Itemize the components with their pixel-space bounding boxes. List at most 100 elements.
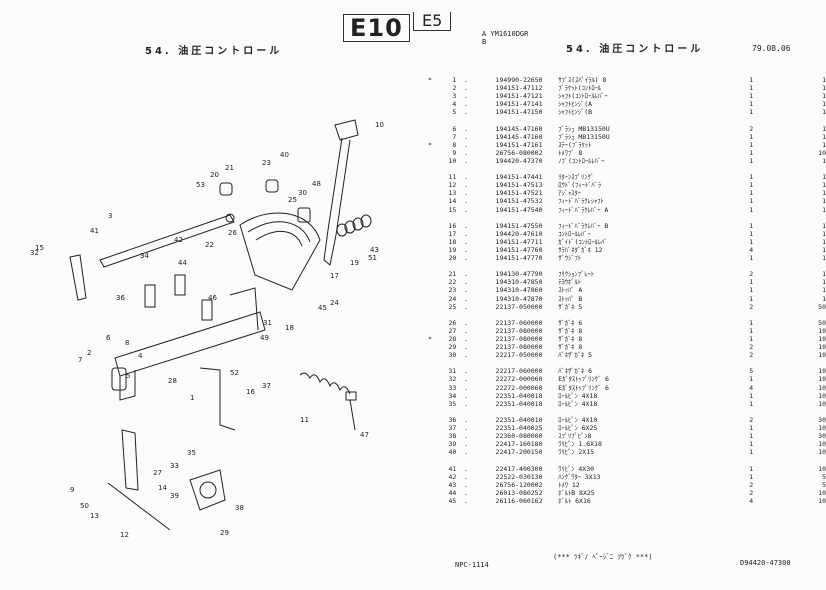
part-number: 194420-47610 xyxy=(495,229,543,238)
callout-8: 8 xyxy=(125,339,129,347)
row-dot: . xyxy=(464,480,469,489)
part-description: ﾎﾞﾙﾄ 6X16 xyxy=(558,496,591,505)
pack-quantity: 1 xyxy=(822,124,826,133)
part-description: ﾜﾘﾋﾟﾝ 1.6X18 xyxy=(558,440,602,449)
part-number: 26013-080252 xyxy=(495,488,543,497)
callout-24: 24 xyxy=(330,299,339,307)
revision-mark xyxy=(428,278,436,286)
issue-date: 79.08.06 xyxy=(752,44,791,53)
part-description: ｻﾞｶﾞﾈ 6 xyxy=(558,318,583,327)
part-index: 44 xyxy=(448,488,457,497)
revision-mark xyxy=(428,497,436,505)
callout-1: 1 xyxy=(190,394,194,402)
part-index: 17 xyxy=(448,229,457,238)
part-index: 40 xyxy=(448,448,457,457)
row-dot: . xyxy=(464,448,469,457)
part-index: 21 xyxy=(448,270,457,279)
callout-3: 3 xyxy=(108,212,112,220)
row-gap xyxy=(428,165,826,173)
quantity: 4 xyxy=(749,245,754,254)
part-number: 194990-22650 xyxy=(495,76,543,84)
pack-quantity: 1 xyxy=(822,197,826,206)
row-dot: . xyxy=(464,302,469,311)
revision-mark: * xyxy=(428,76,432,84)
revision-mark xyxy=(428,92,436,100)
quantity: 1 xyxy=(749,326,754,335)
part-index: 36 xyxy=(448,415,457,424)
part-description: ｽﾄｯﾊﾟ B xyxy=(558,294,583,303)
part-number: 194310-47850 xyxy=(495,278,543,287)
pack-quantity: 1 xyxy=(822,76,826,84)
row-dot: . xyxy=(464,278,469,287)
part-number: 22417-400300 xyxy=(495,464,543,473)
row-dot: . xyxy=(464,140,469,149)
callout-32: 32 xyxy=(30,249,39,257)
callout-39: 39 xyxy=(170,492,179,500)
row-dot: . xyxy=(464,132,469,141)
part-description: ｱｼﾞｬｽﾀｰ xyxy=(558,189,581,198)
row-dot: . xyxy=(464,173,469,182)
pack-quantity: 10 xyxy=(818,383,826,392)
row-dot: . xyxy=(464,383,469,392)
quantity: 1 xyxy=(749,399,754,408)
pack-quantity: 10 xyxy=(818,343,826,352)
pack-quantity: 10 xyxy=(818,335,826,343)
part-index: 3 xyxy=(452,92,457,101)
quantity: 1 xyxy=(749,432,754,441)
pack-quantity: 30 xyxy=(818,415,826,424)
pack-quantity: 10 xyxy=(818,424,826,433)
revision-mark: * xyxy=(428,140,432,149)
part-description: ｻﾌﾞｽ(ｽﾊﾟｲﾗﾙ) 8 xyxy=(558,76,607,84)
callout-14: 14 xyxy=(158,484,167,492)
quantity: 2 xyxy=(749,270,754,279)
part-index: 39 xyxy=(448,440,457,449)
callout-31: 31 xyxy=(263,319,272,327)
feed-rod-drawing xyxy=(107,482,171,531)
revision-mark: * xyxy=(428,335,432,343)
return-spring-drawing xyxy=(299,372,351,395)
revision-mark xyxy=(428,100,436,108)
part-index: 45 xyxy=(448,496,457,505)
part-number: 22351-040018 xyxy=(495,391,543,400)
pack-quantity: 1 xyxy=(822,173,826,182)
part-index: 12 xyxy=(448,181,457,190)
model-line-b: B xyxy=(482,38,487,46)
callout-29: 29 xyxy=(220,529,229,537)
pack-quantity: 1 xyxy=(822,84,826,93)
part-number: 22351-040025 xyxy=(495,424,543,433)
part-description: ｻﾞｶﾞﾈ 5 xyxy=(558,302,583,311)
part-description: ﾘﾀｰﾝｽﾌﾟﾘﾝｸﾞ xyxy=(558,173,594,182)
callout-34: 34 xyxy=(140,252,149,260)
callout-48: 48 xyxy=(312,180,321,188)
pack-quantity: 5 xyxy=(822,472,826,481)
part-number: 22137-080000 xyxy=(495,326,543,335)
quantity: 1 xyxy=(749,221,754,230)
part-number: 194420-47370 xyxy=(495,156,543,165)
row-dot: . xyxy=(464,92,469,101)
row-gap xyxy=(428,359,826,367)
part-number: 194151-47540 xyxy=(495,205,543,214)
pack-quantity: 1 xyxy=(822,229,826,238)
quantity: 4 xyxy=(749,383,754,392)
callout-33: 33 xyxy=(170,462,179,470)
pack-quantity: 1 xyxy=(822,286,826,295)
row-dot: . xyxy=(464,254,469,263)
part-description: ﾌｨｰﾄﾞﾊﾞﾗｸﾚﾊﾞｰ A xyxy=(558,205,609,214)
section-title-left: 54. 油圧コントロール xyxy=(145,46,283,57)
revision-mark xyxy=(428,108,436,116)
callout-49: 49 xyxy=(260,334,269,342)
part-index: 13 xyxy=(448,189,457,198)
pack-quantity: 10 xyxy=(818,351,826,360)
quantity: 1 xyxy=(749,472,754,481)
pack-quantity: 1 xyxy=(822,278,826,287)
callout-46: 46 xyxy=(208,294,217,302)
